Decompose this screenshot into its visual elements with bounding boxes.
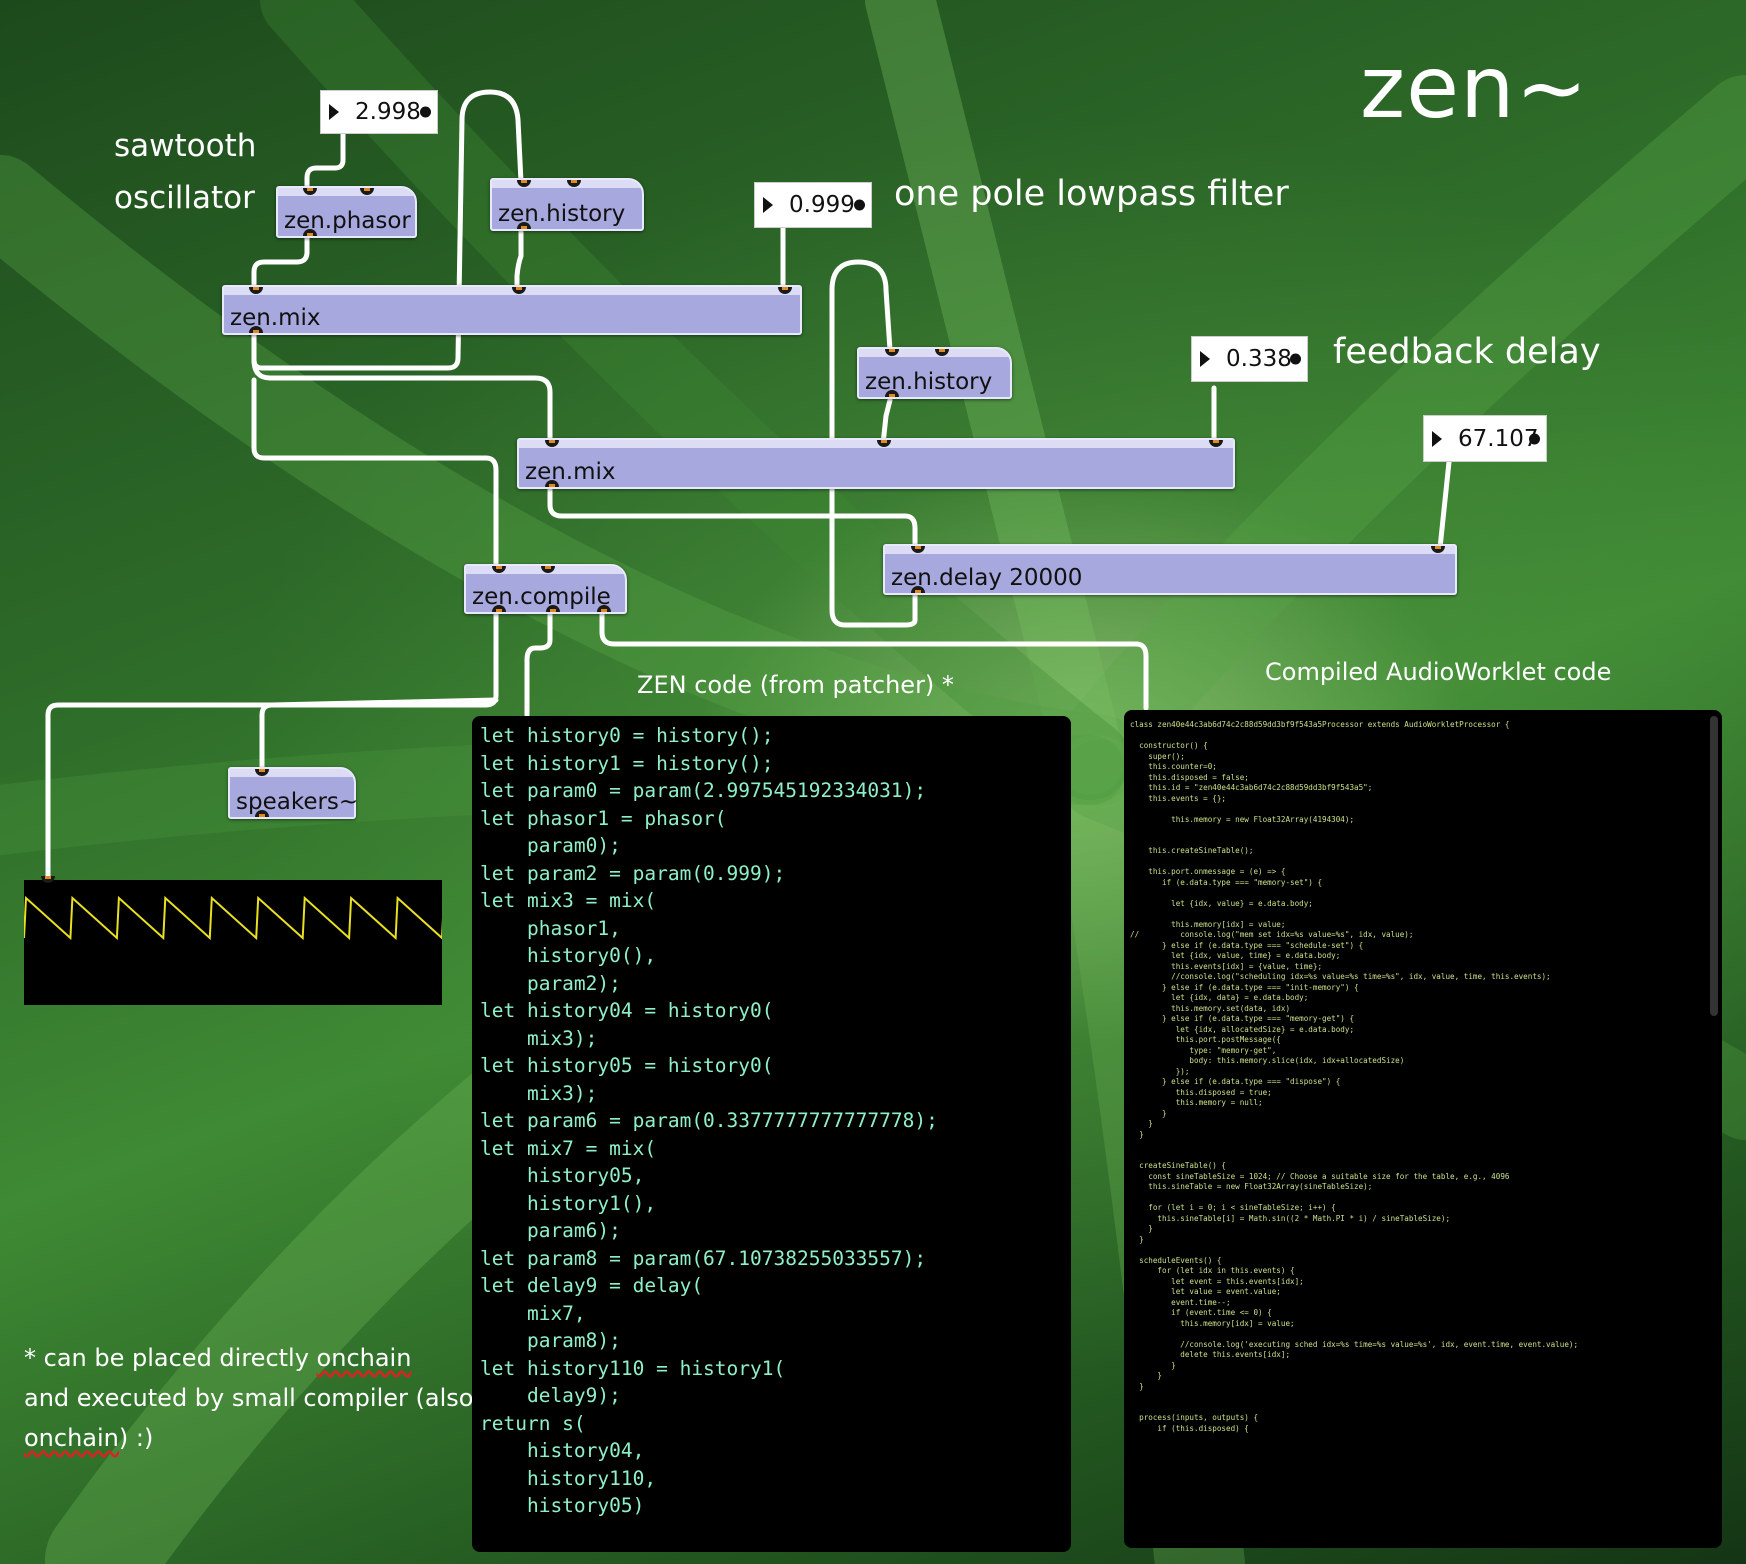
numbox-dot-icon (854, 199, 865, 211)
numbox-dot-icon (1290, 353, 1301, 365)
app-title: zen~ (1360, 38, 1589, 138)
zen-phasor-object[interactable]: zen.phasor (276, 186, 417, 238)
zen-delay-object[interactable]: zen.delay 20000 (883, 544, 1457, 595)
inlet-1[interactable] (935, 349, 949, 356)
numbox-dot-icon (1529, 433, 1540, 444)
outlet-2[interactable] (597, 605, 611, 612)
object-label: zen.mix (230, 305, 321, 331)
inlet-1[interactable] (1431, 546, 1445, 553)
inlet-0[interactable] (492, 566, 506, 573)
zen-history-object-2[interactable]: zen.history (857, 347, 1012, 399)
footnote-line-1: * can be placed directly onchain (24, 1338, 473, 1378)
inlet-0[interactable] (517, 180, 531, 187)
inlet-1[interactable] (360, 188, 374, 195)
outlet-0[interactable] (885, 390, 899, 397)
inlet-0[interactable] (545, 440, 559, 447)
inlet-0[interactable] (885, 349, 899, 356)
label-zen-code: ZEN code (from patcher) * (637, 671, 954, 699)
feedback-amount-number-box[interactable]: 0.338 (1191, 336, 1308, 382)
lowpass-coefficient-number-box[interactable]: 0.999 (754, 182, 872, 228)
inlet-0[interactable] (249, 287, 263, 294)
inlet-1[interactable] (877, 440, 891, 447)
zen-compile-object[interactable]: zen.compile (464, 564, 627, 614)
footnote-line-3: onchain) :) (24, 1418, 473, 1458)
numbox-dot-icon (420, 106, 431, 118)
footnote-line-2: and executed by small compiler (also (24, 1384, 474, 1412)
footnote-onchain: onchain (316, 1344, 412, 1372)
zen-code-text: let history0 = history(); let history1 =… (480, 724, 938, 1517)
object-label: speakers~ (236, 789, 359, 815)
numbox-value: 0.999 (789, 192, 855, 218)
object-label: zen.compile (472, 584, 611, 610)
footnote-text: * can be placed directly (24, 1344, 317, 1372)
oscilloscope-display (23, 880, 490, 1005)
numbox-arrow-icon (329, 104, 339, 120)
inlet-0[interactable] (303, 188, 317, 195)
label-lowpass: one pole lowpass filter (894, 174, 1289, 214)
inlet-2[interactable] (1209, 440, 1223, 447)
object-label: zen.history (498, 201, 626, 227)
delay-time-number-box[interactable]: 67.107 (1423, 415, 1547, 462)
object-label: zen.mix (525, 459, 616, 485)
label-compiled: Compiled AudioWorklet code (1265, 658, 1612, 686)
label-oscillator: oscillator (114, 180, 255, 216)
numbox-value: 0.338 (1226, 346, 1292, 372)
inlet-0[interactable] (911, 546, 925, 553)
inlet-1[interactable] (567, 180, 581, 187)
inlet-0[interactable] (255, 769, 269, 776)
outlet-0[interactable] (303, 229, 317, 236)
label-feedback: feedback delay (1333, 332, 1601, 372)
waveform (23, 895, 490, 941)
inlet-1[interactable] (541, 566, 555, 573)
object-label: zen.delay 20000 (891, 565, 1083, 591)
footnote: * can be placed directly onchain and exe… (24, 1338, 473, 1458)
phasor-frequency-number-box[interactable]: 2.998 (320, 90, 438, 134)
footnote-text: ) :) (118, 1424, 154, 1452)
compiled-code-panel[interactable]: class zen40e44c3ab6d74c2c88d59dd3bf9f543… (1124, 710, 1722, 1548)
numbox-value: 67.107 (1458, 425, 1539, 452)
label-sawtooth: sawtooth (114, 128, 257, 164)
outlet-0[interactable] (249, 326, 263, 333)
outlet-0[interactable] (492, 605, 506, 612)
compiled-code-scrollbar[interactable] (1710, 716, 1718, 1016)
zen-code-panel[interactable]: let history0 = history(); let history1 =… (472, 716, 1071, 1552)
sawtooth-trace (23, 895, 490, 941)
speakers-object[interactable]: speakers~ (228, 767, 359, 819)
inlet-1[interactable] (512, 287, 526, 294)
outlet-0[interactable] (255, 810, 269, 817)
zen-mix-object-2[interactable]: zen.mix (517, 438, 1235, 489)
numbox-arrow-icon (1432, 430, 1442, 447)
footnote-onchain: onchain (24, 1424, 119, 1452)
outlet-1[interactable] (546, 605, 560, 612)
compiled-code-text: class zen40e44c3ab6d74c2c88d59dd3bf9f543… (1130, 720, 1579, 1433)
inlet-2[interactable] (778, 287, 792, 294)
outlet-0[interactable] (545, 480, 559, 487)
numbox-value: 2.998 (355, 99, 421, 125)
outlet-0[interactable] (517, 222, 531, 229)
zen-history-object-1[interactable]: zen.history (490, 178, 644, 231)
object-label: zen.phasor (284, 208, 411, 234)
outlet-0[interactable] (911, 586, 925, 593)
numbox-arrow-icon (1200, 351, 1210, 367)
numbox-arrow-icon (763, 197, 773, 213)
zen-mix-object-1[interactable]: zen.mix (222, 285, 802, 335)
object-label: zen.history (865, 369, 993, 395)
